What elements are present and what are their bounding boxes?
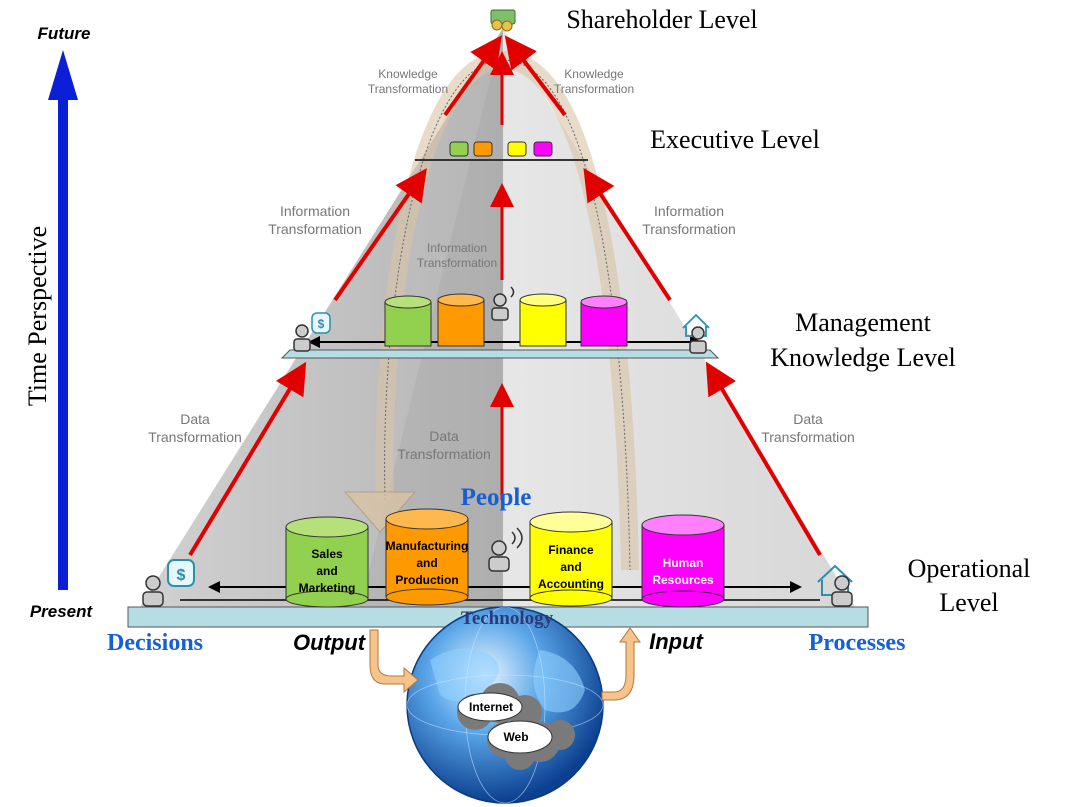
dept-finance-line2: and bbox=[560, 560, 581, 574]
person-icon-operational-right bbox=[831, 575, 853, 607]
management-platform bbox=[280, 293, 720, 359]
information-right-line1: Information bbox=[654, 203, 724, 219]
web-label: Web bbox=[503, 730, 528, 744]
output-arrow bbox=[369, 629, 419, 694]
person-icon-operational-left bbox=[142, 575, 164, 607]
input-arrow bbox=[601, 627, 641, 701]
person-icon-management-center bbox=[491, 286, 515, 321]
executive-platform bbox=[415, 141, 588, 161]
present-label: Present bbox=[30, 602, 94, 621]
svg-text:$: $ bbox=[177, 567, 186, 584]
department-cylinder-sales: Sales and Marketing bbox=[285, 516, 369, 608]
dept-mfg-line3: Production bbox=[395, 573, 458, 587]
money-icon-shareholder bbox=[490, 9, 516, 32]
mgmt-cylinder-yellow bbox=[519, 293, 567, 347]
dollar-icon-management: $ bbox=[311, 312, 331, 334]
dept-finance-line1: Finance bbox=[548, 543, 594, 557]
dept-hr-line2: Resources bbox=[652, 573, 714, 587]
dept-mfg-line2: and bbox=[416, 556, 437, 570]
arrow-left-knowledge bbox=[443, 35, 502, 117]
red-side-arrows bbox=[188, 35, 822, 557]
data-center-line1: Data bbox=[429, 428, 459, 444]
executive-level-label: Executive Level bbox=[650, 125, 820, 154]
data-left-line1: Data bbox=[180, 411, 210, 427]
knowledge-left-line1: Knowledge bbox=[378, 67, 438, 81]
department-cylinder-hr: Human Resources bbox=[641, 514, 725, 608]
time-perspective-label: Time Perspective bbox=[23, 226, 52, 406]
knowledge-left-line2: Transformation bbox=[368, 82, 448, 96]
dept-sales-line3: Marketing bbox=[299, 581, 356, 595]
mgmt-cylinder-green bbox=[384, 295, 432, 347]
mgmt-cylinder-orange bbox=[437, 293, 485, 347]
output-label: Output bbox=[293, 630, 367, 655]
time-axis-arrow bbox=[48, 50, 78, 590]
information-center-line2: Transformation bbox=[417, 256, 497, 270]
future-label: Future bbox=[38, 24, 91, 43]
data-right-line1: Data bbox=[793, 411, 823, 427]
data-right-line2: Transformation bbox=[761, 429, 855, 445]
person-icon-operational-center bbox=[488, 527, 523, 572]
department-cylinder-finance: Finance and Accounting bbox=[529, 511, 613, 607]
arrow-left-data bbox=[188, 361, 307, 557]
person-icon-management-left bbox=[293, 324, 311, 352]
management-level-label-line1: Management bbox=[795, 308, 932, 337]
person-icon-management-right bbox=[689, 326, 707, 354]
operational-level-label-line1: Operational bbox=[908, 554, 1031, 583]
technology-label: Technology bbox=[461, 608, 554, 629]
dept-sales-line1: Sales bbox=[311, 547, 343, 561]
management-level-label-line2: Knowledge Level bbox=[770, 343, 956, 372]
arrow-right-knowledge bbox=[504, 35, 567, 117]
shareholder-level-label: Shareholder Level bbox=[566, 5, 757, 34]
department-cylinder-manufacturing: Manufacturing and Production bbox=[385, 508, 469, 606]
data-center-line2: Transformation bbox=[397, 446, 491, 462]
information-left-line2: Transformation bbox=[268, 221, 362, 237]
data-left-line2: Transformation bbox=[148, 429, 242, 445]
internet-cloud-icon: Internet Web bbox=[457, 683, 575, 770]
internet-label: Internet bbox=[469, 700, 513, 714]
dept-sales-line2: and bbox=[316, 564, 337, 578]
knowledge-right-line1: Knowledge bbox=[564, 67, 624, 81]
dept-hr-line1: Human bbox=[663, 556, 704, 570]
information-right-line2: Transformation bbox=[642, 221, 736, 237]
input-label: Input bbox=[649, 629, 704, 654]
dollar-icon-operational: $ bbox=[167, 559, 195, 587]
decisions-label: Decisions bbox=[107, 630, 203, 656]
dept-mfg-line1: Manufacturing bbox=[386, 539, 469, 553]
mgmt-cylinder-magenta bbox=[580, 295, 628, 347]
dept-finance-line3: Accounting bbox=[538, 577, 604, 591]
information-left-line1: Information bbox=[280, 203, 350, 219]
svg-text:$: $ bbox=[318, 317, 325, 331]
arrow-left-information bbox=[333, 168, 427, 302]
operational-level-label-line2: Level bbox=[939, 588, 998, 617]
processes-label: Processes bbox=[809, 630, 906, 656]
arrow-right-data bbox=[705, 361, 822, 557]
information-center-line1: Information bbox=[427, 241, 487, 255]
people-label: People bbox=[461, 484, 532, 511]
arrow-right-information bbox=[583, 167, 672, 302]
transformation-labels: Knowledge Transformation Knowledge Trans… bbox=[148, 67, 855, 462]
knowledge-right-line2: Transformation bbox=[554, 82, 634, 96]
